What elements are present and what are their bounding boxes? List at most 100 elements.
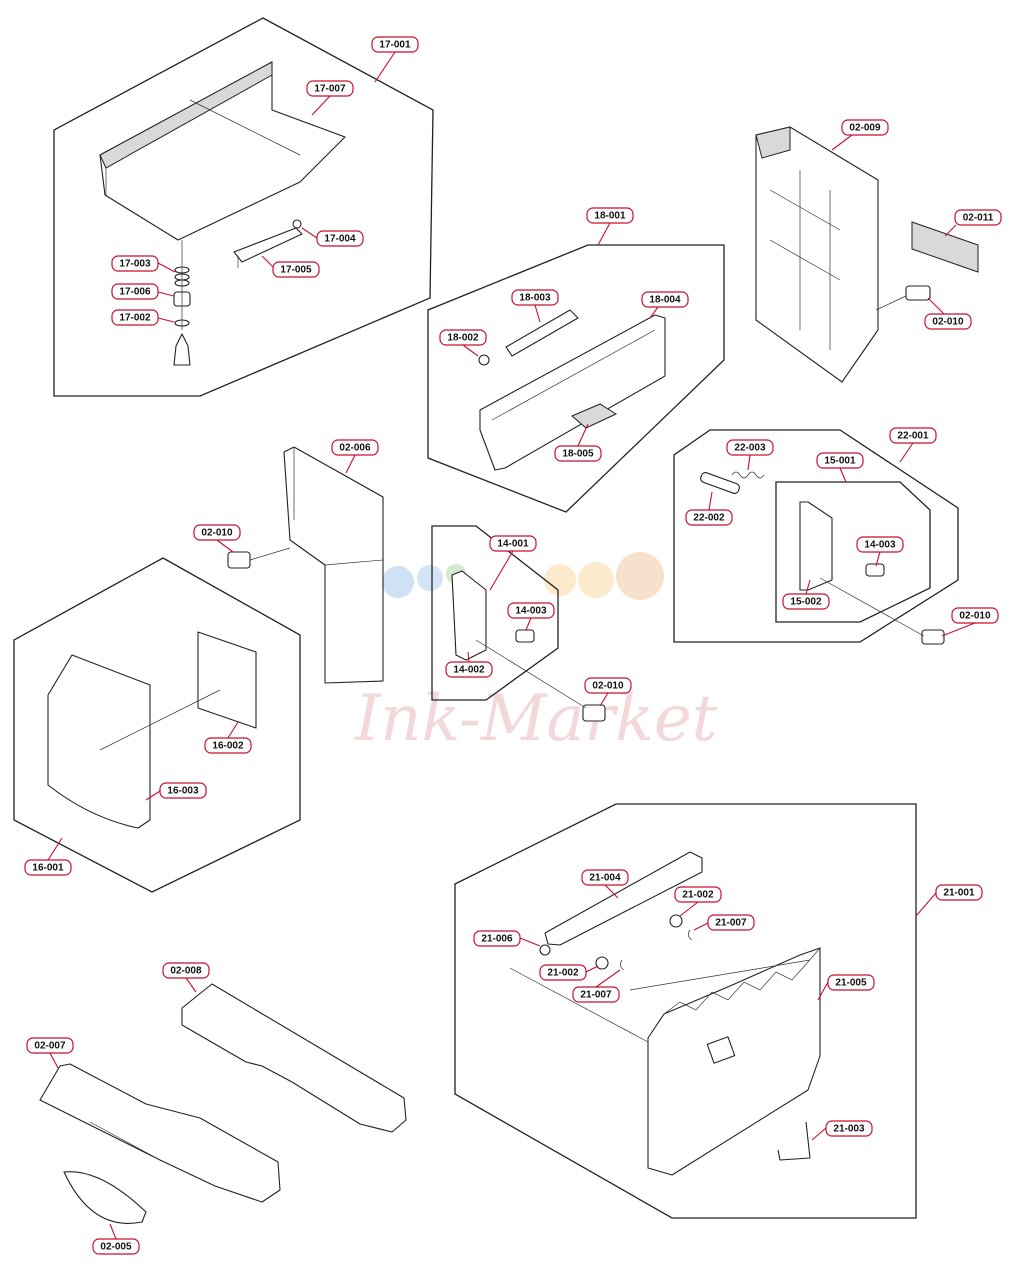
rail-shaft bbox=[505, 309, 579, 357]
label-02-009: 02-009 bbox=[849, 123, 881, 134]
callout-22-002: 22-002 bbox=[685, 491, 733, 526]
label-21-002-a: 21-002 bbox=[682, 890, 714, 901]
cover-long bbox=[181, 983, 407, 1133]
cover-panel bbox=[47, 654, 151, 829]
callout-02-007: 02-007 bbox=[26, 1037, 74, 1069]
callout-14-003-a: 14-003 bbox=[856, 536, 904, 567]
callout-18-004: 18-004 bbox=[641, 291, 689, 319]
group-17-001-outline bbox=[53, 17, 434, 397]
label-22-001: 22-001 bbox=[897, 431, 929, 442]
cover-sheet bbox=[197, 631, 257, 729]
mount-screw-large bbox=[582, 704, 606, 722]
label-18-003: 18-003 bbox=[519, 293, 551, 304]
callout-21-005: 21-005 bbox=[817, 974, 875, 1001]
label-14-002: 14-002 bbox=[453, 665, 485, 676]
frame-panel bbox=[283, 446, 384, 684]
label-02-008: 02-008 bbox=[170, 966, 202, 977]
watermark: Ink-Market bbox=[342, 552, 718, 756]
group-17-001 bbox=[53, 17, 434, 397]
callout-14-001: 14-001 bbox=[489, 535, 537, 591]
callout-21-007-b: 21-007 bbox=[572, 969, 621, 1003]
guide-spring-a bbox=[620, 959, 625, 971]
callout-17-004: 17-004 bbox=[301, 227, 364, 247]
mount-bracket bbox=[451, 570, 487, 661]
group-16-001-outline bbox=[13, 557, 301, 893]
callout-21-001: 21-001 bbox=[915, 884, 983, 917]
group-02-009 bbox=[755, 126, 979, 383]
rail-pad bbox=[571, 403, 618, 429]
callout-21-003: 21-003 bbox=[811, 1120, 873, 1141]
callout-16-002: 16-002 bbox=[204, 721, 252, 754]
label-21-004: 21-004 bbox=[589, 873, 621, 884]
callout-22-003: 22-003 bbox=[726, 439, 774, 471]
label-17-007: 17-007 bbox=[314, 84, 346, 95]
callout-02-010-d: 02-010 bbox=[584, 677, 632, 707]
callout-02-006: 02-006 bbox=[331, 439, 379, 474]
callout-02-010-a: 02-010 bbox=[924, 297, 972, 330]
group-22-001-outline bbox=[673, 429, 959, 643]
callout-02-011: 02-011 bbox=[944, 209, 1002, 237]
label-17-004: 17-004 bbox=[324, 234, 356, 245]
group-21-001-outline bbox=[454, 803, 917, 1219]
tray-rear-wall bbox=[99, 61, 273, 169]
housing-screw bbox=[905, 285, 931, 301]
label-18-002: 18-002 bbox=[447, 333, 479, 344]
callout-02-008: 02-008 bbox=[162, 962, 210, 993]
label-14-003-b: 14-003 bbox=[515, 606, 547, 617]
label-17-003: 17-003 bbox=[119, 259, 151, 270]
callout-15-001: 15-001 bbox=[816, 452, 864, 483]
label-02-010-b: 02-010 bbox=[201, 528, 233, 539]
callout-16-003: 16-003 bbox=[145, 782, 207, 801]
label-16-003: 16-003 bbox=[167, 786, 199, 797]
cover-short bbox=[39, 1063, 281, 1203]
label-02-010-a: 02-010 bbox=[932, 317, 964, 328]
group-16-001 bbox=[13, 557, 301, 893]
mount-screw bbox=[515, 629, 535, 643]
tray-spring bbox=[292, 219, 302, 229]
label-15-001: 15-001 bbox=[824, 456, 856, 467]
label-22-003: 22-003 bbox=[734, 443, 766, 454]
callout-21-007-a: 21-007 bbox=[693, 914, 755, 931]
callout-17-006: 17-006 bbox=[111, 283, 175, 300]
label-21-005: 21-005 bbox=[835, 978, 867, 989]
hinge-screw bbox=[865, 563, 885, 577]
group-18-001 bbox=[427, 244, 725, 513]
callout-21-004: 21-004 bbox=[581, 869, 629, 899]
cover-cap bbox=[63, 1171, 147, 1224]
callout-02-010-c: 02-010 bbox=[941, 607, 999, 637]
frame-screw bbox=[227, 551, 251, 569]
callout-18-003: 18-003 bbox=[511, 289, 559, 323]
label-14-001: 14-001 bbox=[497, 539, 529, 550]
guide-rail bbox=[544, 851, 703, 946]
group-22-001 bbox=[673, 429, 959, 645]
label-02-011: 02-011 bbox=[963, 213, 994, 224]
callout-02-009: 02-009 bbox=[831, 119, 889, 151]
label-18-005: 18-005 bbox=[562, 449, 594, 460]
tray-foot bbox=[173, 333, 191, 366]
group-02-006 bbox=[227, 446, 384, 684]
guide-window bbox=[706, 1036, 736, 1064]
label-02-006: 02-006 bbox=[339, 443, 371, 454]
label-02-010-d: 02-010 bbox=[592, 681, 624, 692]
label-16-001: 16-001 bbox=[32, 863, 64, 874]
hinge-bracket bbox=[799, 501, 833, 591]
label-14-003-a: 14-003 bbox=[864, 540, 896, 551]
callout-17-001: 17-001 bbox=[371, 36, 419, 83]
callout-18-002: 18-002 bbox=[439, 329, 487, 357]
label-02-005: 02-005 bbox=[100, 1242, 132, 1253]
tray-lever bbox=[233, 227, 303, 263]
guide-roller-b bbox=[669, 914, 683, 928]
callout-15-002: 15-002 bbox=[782, 579, 830, 610]
label-17-006: 17-006 bbox=[119, 287, 151, 298]
label-17-002: 17-002 bbox=[119, 313, 151, 324]
callout-18-005: 18-005 bbox=[554, 423, 602, 462]
callout-02-010-b: 02-010 bbox=[193, 524, 241, 553]
label-18-001: 18-001 bbox=[594, 211, 626, 222]
group-18-001-outline bbox=[427, 244, 725, 513]
label-17-001: 17-001 bbox=[379, 40, 411, 51]
housing-top bbox=[755, 126, 791, 159]
callout-14-002: 14-002 bbox=[445, 651, 493, 678]
callout-18-001: 18-001 bbox=[586, 207, 634, 246]
